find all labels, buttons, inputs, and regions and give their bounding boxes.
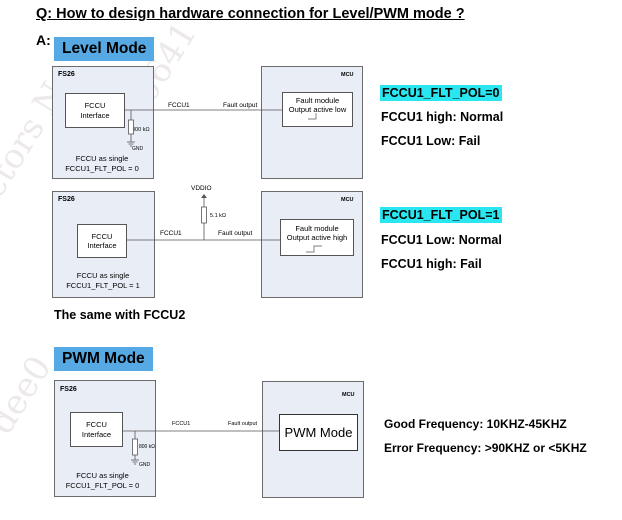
- mcu-title: MCU: [342, 392, 355, 398]
- status-line: FCCU1 high: Normal: [381, 110, 504, 124]
- resistor-label: 5.1 kΩ: [210, 213, 227, 219]
- question-title: Q: How to design hardware connection for…: [36, 6, 465, 22]
- level-mode-label: Level Mode: [54, 37, 155, 61]
- fs26-title: FS26: [58, 196, 75, 203]
- fccu1-pin-label: FCCU1: [172, 421, 191, 427]
- status-line: FCCU1 Low: Normal: [381, 233, 502, 247]
- pwm-mode-box: PWM Mode: [279, 414, 358, 451]
- fccu1-pin-label: FCCU1: [160, 230, 182, 237]
- fccu1-pin-label: FCCU1: [168, 102, 190, 109]
- vddio-label: VDDIO: [191, 185, 212, 192]
- answer-label: A:: [36, 32, 51, 48]
- mcu-title: MCU: [341, 72, 354, 78]
- fs26-title: FS26: [58, 71, 75, 78]
- fault-output-label: Fault output: [223, 102, 258, 109]
- fault-output-label: Fault output: [218, 230, 253, 237]
- vddio-arrow: [201, 194, 207, 198]
- resistor-label: 800 kΩ: [132, 127, 150, 133]
- fs26-title: FS26: [60, 386, 77, 393]
- status-title: FCCU1_FLT_POL=0: [380, 85, 502, 101]
- mcu-title: MCU: [341, 197, 354, 203]
- freq-line: Error Frequency: >90KHZ or <5KHZ: [384, 441, 587, 455]
- pullup-resistor: [201, 206, 207, 224]
- pwm-mode-label: PWM Mode: [54, 347, 153, 371]
- active-low-waveform: [308, 113, 317, 120]
- pulldown-resistor: [132, 438, 138, 456]
- gnd-label: GND: [132, 146, 144, 152]
- status-line: FCCU1 Low: Fail: [381, 134, 481, 148]
- resistor-label: 800 kΩ: [139, 444, 155, 450]
- pulldown-resistor: [128, 119, 134, 135]
- fault-output-label: Fault output: [228, 421, 258, 427]
- gnd-label: GND: [139, 462, 151, 468]
- freq-line: Good Frequency: 10KHZ-45KHZ: [384, 417, 567, 431]
- status-title: FCCU1_FLT_POL=1: [380, 207, 502, 223]
- active-high-waveform: [306, 245, 322, 253]
- same-note: The same with FCCU2: [54, 308, 186, 322]
- status-line: FCCU1 high: Fail: [381, 257, 482, 271]
